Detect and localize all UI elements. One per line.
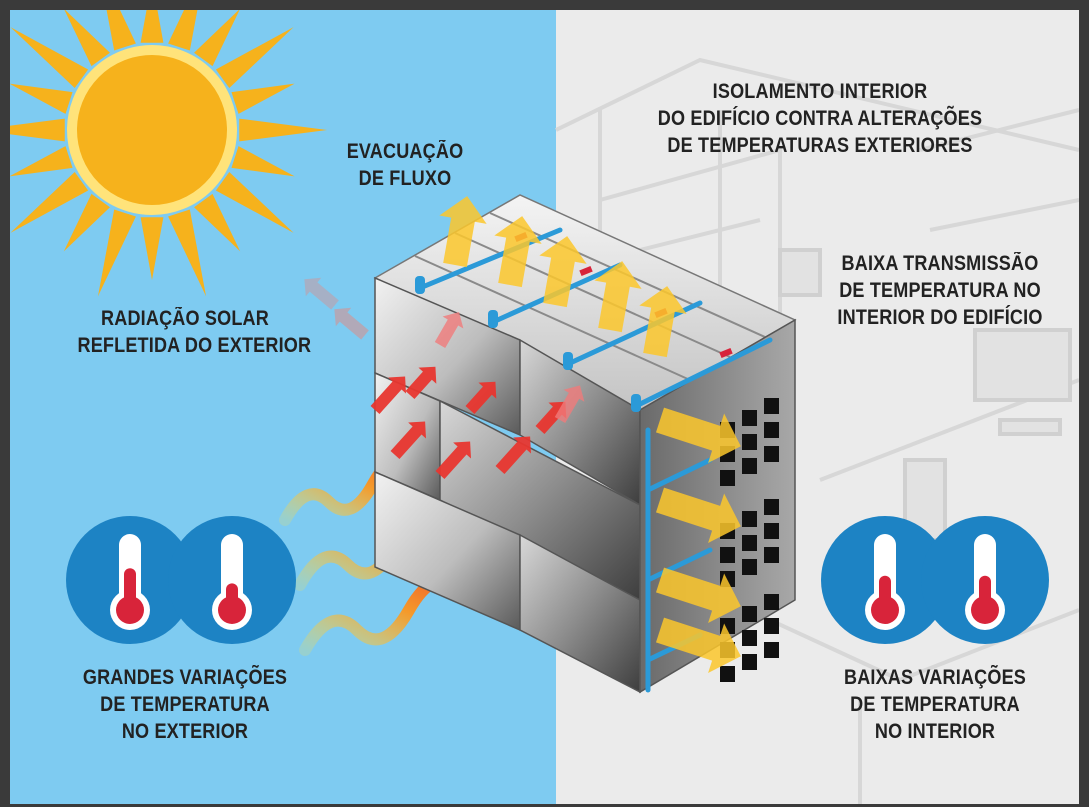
heat-arrow-icon <box>554 385 585 423</box>
sun-ray <box>168 209 207 297</box>
heat-arrow-icon <box>405 366 437 400</box>
low-transmission-label: BAIXA TRANSMISSÃO DE TEMPERATURA NO INTE… <box>828 250 1052 331</box>
heat-arrow-icon <box>370 376 406 415</box>
heat-arrow-icon <box>434 312 464 348</box>
evacuation-label-line: DE FLUXO <box>358 167 452 190</box>
sun-ray <box>63 8 110 67</box>
isolation-label-line: DO EDIFÍCIO CONTRA ALTERAÇÕES <box>657 107 983 130</box>
low-variations-label-line: NO INTERIOR <box>874 720 996 743</box>
indoor-thermometers <box>821 516 1049 644</box>
low-transmission-label-line: BAIXA TRANSMISSÃO <box>841 252 1039 275</box>
sun-icon <box>0 0 327 297</box>
sun-ray <box>140 0 164 43</box>
sun-ray <box>63 193 110 252</box>
heat-arrow-icon <box>465 381 497 415</box>
large-variations-label-line: GRANDES VARIAÇÕES <box>82 666 288 689</box>
sun-ray <box>194 8 241 67</box>
brick-cell <box>764 446 779 462</box>
evacuation-label: EVACUAÇÃO DE FLUXO <box>341 138 470 192</box>
brick-cell <box>764 499 779 515</box>
sun-ray <box>10 27 89 88</box>
brick-cell <box>764 422 779 438</box>
brick-cell <box>742 458 757 474</box>
isolation-label-line: DE TEMPERATURAS EXTERIORES <box>667 134 973 157</box>
thermometer-half-icon <box>865 534 905 630</box>
brick-cell <box>720 547 735 563</box>
sun-ray <box>231 83 295 114</box>
low-variations-label-line: DE TEMPERATURA <box>850 693 1020 716</box>
brick-cell <box>742 410 757 426</box>
sun-ray <box>10 172 89 233</box>
sun-ray <box>9 83 73 114</box>
large-variations-label: GRANDES VARIAÇÕES DE TEMPERATURA NO EXTE… <box>73 664 297 745</box>
sun-ray <box>140 217 164 280</box>
thermometer-high-icon <box>110 534 150 630</box>
low-transmission-label-line: DE TEMPERATURA NO <box>839 279 1041 302</box>
flux-arrow-icon <box>655 407 741 463</box>
outdoor-thermometers <box>66 516 296 644</box>
evacuation-label-line: EVACUAÇÃO <box>346 140 464 163</box>
low-variations-label-line: BAIXAS VARIAÇÕES <box>843 666 1027 689</box>
radiation-label-line: REFLETIDA DO EXTERIOR <box>77 334 312 357</box>
reflected-arrow-icon <box>334 307 369 340</box>
brick-cell <box>764 398 779 414</box>
large-variations-label-line: NO EXTERIOR <box>121 720 249 743</box>
heat-arrow-icon <box>535 401 567 435</box>
brick-cell <box>742 559 757 575</box>
heat-flux-arrows <box>439 196 741 673</box>
sun-ray <box>194 193 241 252</box>
reflected-radiation-arrows <box>304 277 369 340</box>
flux-arrow-icon <box>655 617 741 673</box>
brick-cell <box>742 654 757 670</box>
flux-arrow-icon <box>655 567 741 623</box>
flux-arrow-icon <box>639 286 687 358</box>
brick-cell <box>742 535 757 551</box>
brick-cell <box>742 511 757 527</box>
brick-cell <box>720 666 735 682</box>
sun-ray <box>239 118 327 142</box>
low-transmission-label-line: INTERIOR DO EDIFÍCIO <box>837 306 1043 329</box>
sun-ray <box>215 27 294 88</box>
brick-cell <box>764 618 779 634</box>
brick-cell <box>720 470 735 486</box>
isolation-label-line: ISOLAMENTO INTERIOR <box>712 80 928 103</box>
flux-arrow-icon <box>594 261 642 333</box>
brick-cell <box>742 630 757 646</box>
sun-ray <box>104 0 136 51</box>
heat-arrow-icon <box>495 436 531 475</box>
sun-ray <box>231 146 295 177</box>
heat-arrow-icon <box>390 421 426 460</box>
sun-ray <box>0 118 65 142</box>
thermometer-half-icon <box>965 534 1005 630</box>
flux-arrow-icon <box>539 236 587 308</box>
heat-arrow-icon <box>435 441 471 480</box>
brick-cell <box>742 606 757 622</box>
heat-arrows <box>370 312 585 480</box>
low-variations-label: BAIXAS VARIAÇÕES DE TEMPERATURA NO INTER… <box>828 664 1043 745</box>
brick-cell <box>764 642 779 658</box>
brick-cell <box>764 547 779 563</box>
thermometer-low-icon <box>212 534 252 630</box>
brick-cell <box>764 523 779 539</box>
radiation-label-line: RADIAÇÃO SOLAR <box>101 307 269 330</box>
flux-arrow-icon <box>655 487 741 543</box>
brick-cell <box>742 434 757 450</box>
flux-arrow-icon <box>494 216 542 288</box>
reflected-arrow-icon <box>304 277 339 310</box>
sun-ray <box>97 209 136 297</box>
sun-ray <box>215 172 294 233</box>
sun-ray <box>168 0 200 51</box>
flux-arrow-icon <box>439 196 487 268</box>
large-variations-label-line: DE TEMPERATURA <box>100 693 270 716</box>
sun-ray <box>9 146 73 177</box>
isolation-label: ISOLAMENTO INTERIOR DO EDIFÍCIO CONTRA A… <box>648 78 992 159</box>
brick-cell <box>764 594 779 610</box>
radiation-label: RADIAÇÃO SOLAR REFLETIDA DO EXTERIOR <box>77 305 312 359</box>
